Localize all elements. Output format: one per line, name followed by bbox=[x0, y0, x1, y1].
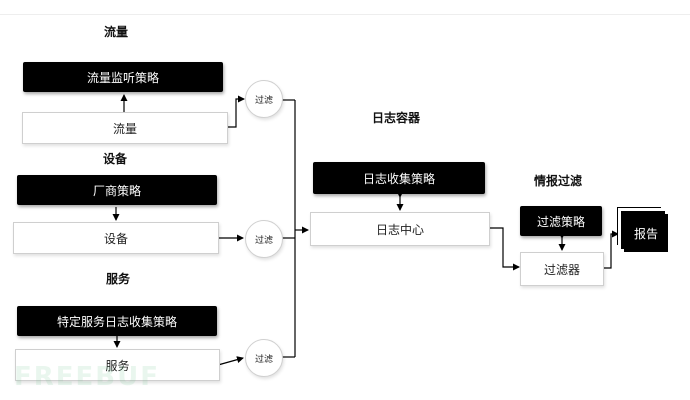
log-collect-policy-box: 日志收集策略 bbox=[313, 162, 485, 194]
arrow-traffic-to-filter bbox=[226, 95, 245, 128]
service-box: 服务 bbox=[15, 349, 220, 381]
heading-service: 服务 bbox=[106, 272, 131, 286]
top-divider bbox=[0, 14, 690, 15]
service-filter-node: 过滤 bbox=[245, 339, 283, 377]
heading-traffic: 流量 bbox=[104, 25, 129, 39]
watermark-text: FREEBUF bbox=[14, 362, 160, 392]
traffic-box: 流量 bbox=[22, 112, 228, 144]
filter-policy-box: 过滤策略 bbox=[520, 206, 602, 236]
heading-intel-filter: 情报过滤 bbox=[534, 174, 583, 188]
traffic-monitor-policy-box: 流量监听策略 bbox=[23, 62, 223, 92]
arrow-filter-to-report bbox=[604, 230, 619, 269]
arrow-service-to-filter bbox=[217, 356, 244, 366]
log-center-box: 日志中心 bbox=[310, 212, 490, 246]
filter-box: 过滤器 bbox=[520, 252, 604, 286]
heading-device: 设备 bbox=[103, 152, 128, 166]
device-filter-node: 过滤 bbox=[245, 220, 283, 258]
traffic-filter-node: 过滤 bbox=[245, 80, 283, 118]
heading-log-container: 日志容器 bbox=[372, 111, 421, 125]
arrow-logcenter-to-filter bbox=[484, 224, 520, 271]
service-log-policy-box: 特定服务日志收集策略 bbox=[17, 306, 217, 336]
report-box: 报告 bbox=[624, 214, 668, 252]
vendor-policy-box: 厂商策略 bbox=[17, 175, 217, 205]
device-box: 设备 bbox=[13, 222, 219, 254]
